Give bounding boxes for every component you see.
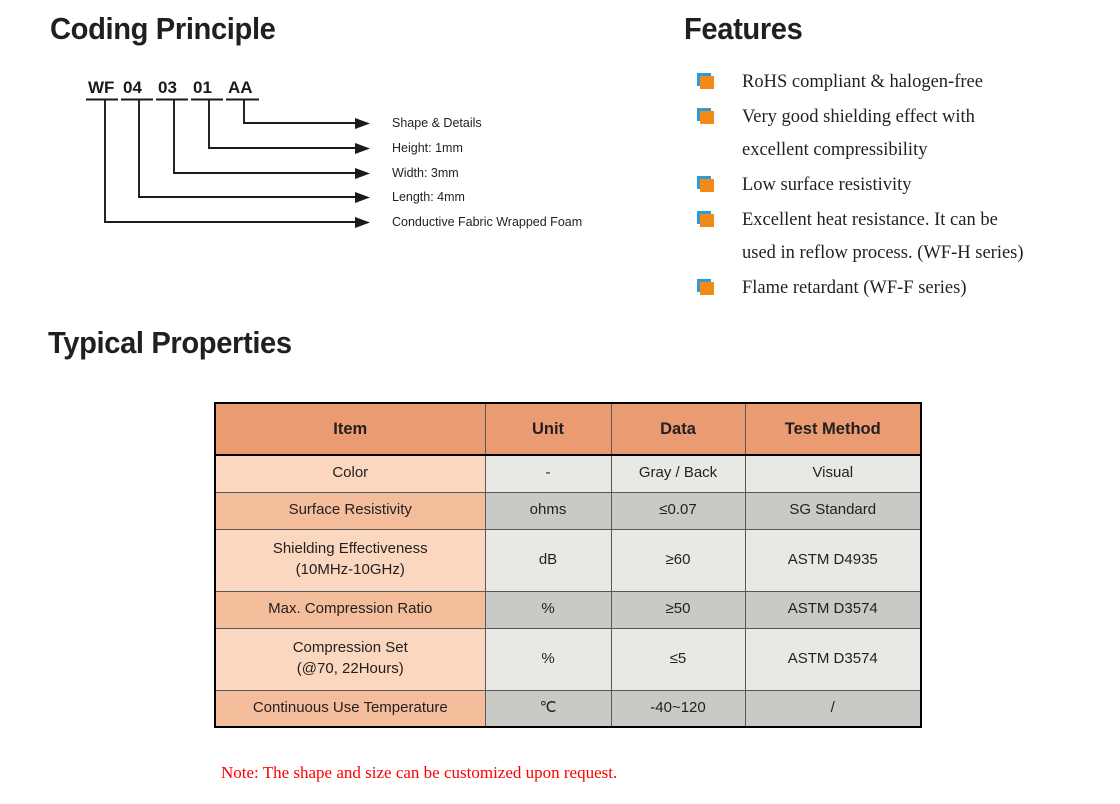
cell-method: ASTM D4935 [744, 528, 922, 592]
bullet-square-icon [690, 66, 742, 95]
feature-text: Low surface resistivity [742, 175, 912, 195]
coding-principle-diagram: WF 04 03 01 AA [0, 60, 680, 245]
cell-unit: - [484, 454, 612, 493]
typical-properties-table: Item Unit Data Test Method Color - Gray … [214, 402, 922, 728]
cell-data: -40~120 [610, 689, 746, 728]
bullet-square-icon [690, 204, 742, 233]
coding-principle-heading: Coding Principle [50, 11, 276, 46]
cell-item: Compression Set (@70, 22Hours) [214, 627, 486, 691]
cell-unit: % [484, 590, 612, 629]
column-header-unit: Unit [484, 402, 612, 456]
cell-data: ≤5 [610, 627, 746, 691]
cell-method: SG Standard [744, 491, 922, 530]
cell-unit: ohms [484, 491, 612, 530]
cell-unit: dB [484, 528, 612, 592]
code-segment-shape: AA [228, 78, 253, 97]
cell-method: Visual [744, 454, 922, 493]
feature-text: Very good shielding effect with excellen… [742, 107, 975, 160]
cell-method: ASTM D3574 [744, 627, 922, 691]
features-heading: Features [684, 11, 803, 46]
code-segment-width: 03 [158, 78, 177, 97]
table-row: Surface Resistivity ohms ≤0.07 SG Standa… [214, 491, 922, 530]
callout-label-shape: Shape & Details [392, 116, 482, 130]
bullet-square-icon [690, 101, 742, 130]
table-note: Note: The shape and size can be customiz… [221, 763, 618, 782]
cell-data: Gray / Back [610, 454, 746, 493]
cell-item: Max. Compression Ratio [214, 590, 486, 629]
code-segment-wf: WF [88, 78, 115, 97]
cell-item: Color [214, 454, 486, 493]
table-header-row: Item Unit Data Test Method [214, 402, 922, 456]
callout-label-width: Width: 3mm [392, 166, 459, 180]
cell-item: Surface Resistivity [214, 491, 486, 530]
table-row: Compression Set (@70, 22Hours) % ≤5 ASTM… [214, 627, 922, 691]
column-header-item: Item [214, 402, 486, 456]
features-list: RoHS compliant & halogen-free Very good … [690, 66, 1110, 307]
feature-item: Flame retardant (WF-F series) [690, 272, 1110, 305]
cell-unit: % [484, 627, 612, 691]
cell-item: Continuous Use Temperature [214, 689, 486, 728]
callout-label-length: Length: 4mm [392, 190, 465, 204]
feature-text: Flame retardant (WF-F series) [742, 278, 967, 298]
feature-item: Low surface resistivity [690, 169, 1110, 202]
typical-properties-heading: Typical Properties [48, 325, 292, 360]
cell-method: ASTM D3574 [744, 590, 922, 629]
table-row: Continuous Use Temperature ℃ -40~120 / [214, 689, 922, 728]
bullet-square-icon [690, 169, 742, 198]
table-row: Max. Compression Ratio % ≥50 ASTM D3574 [214, 590, 922, 629]
cell-item: Shielding Effectiveness (10MHz-10GHz) [214, 528, 486, 592]
cell-method: / [744, 689, 922, 728]
bullet-square-icon [690, 272, 742, 301]
feature-text: RoHS compliant & halogen-free [742, 72, 983, 92]
feature-text: Excellent heat resistance. It can be use… [742, 210, 1024, 263]
column-header-data: Data [610, 402, 746, 456]
table-row: Color - Gray / Back Visual [214, 454, 922, 493]
table-row: Shielding Effectiveness (10MHz-10GHz) dB… [214, 528, 922, 592]
feature-item: RoHS compliant & halogen-free [690, 66, 1110, 99]
feature-item: Very good shielding effect with excellen… [690, 101, 1110, 167]
coding-leader-lines [86, 98, 370, 228]
callout-label-height: Height: 1mm [392, 141, 463, 155]
code-segment-height: 01 [193, 78, 212, 97]
cell-unit: ℃ [484, 689, 612, 728]
feature-item: Excellent heat resistance. It can be use… [690, 204, 1110, 270]
cell-data: ≥50 [610, 590, 746, 629]
callout-label-material: Conductive Fabric Wrapped Foam [392, 215, 583, 229]
cell-data: ≤0.07 [610, 491, 746, 530]
cell-data: ≥60 [610, 528, 746, 592]
code-segment-length: 04 [123, 78, 142, 97]
column-header-method: Test Method [744, 402, 922, 456]
